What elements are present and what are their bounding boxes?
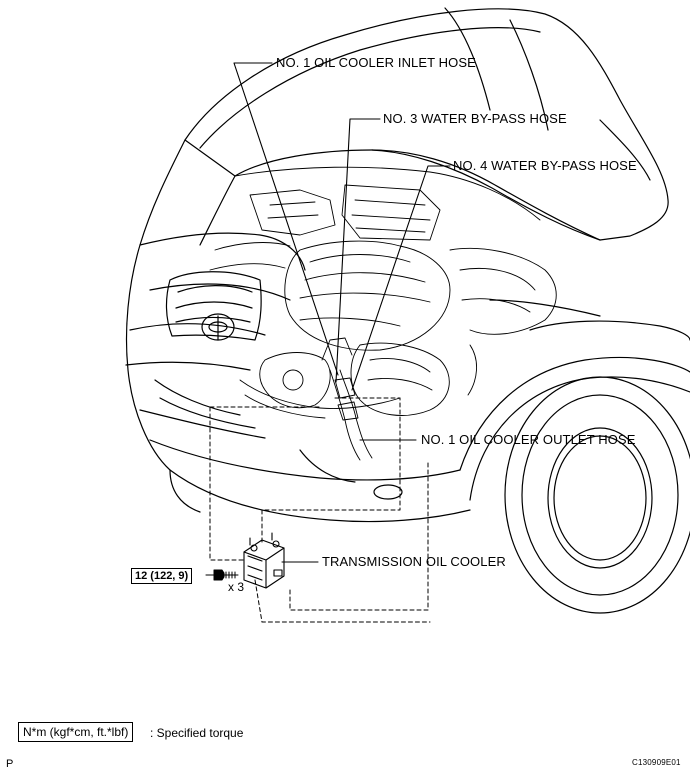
hose-routing-dashed xyxy=(209,397,431,623)
leader-inlet-hose xyxy=(233,62,339,376)
callout-leader-lines xyxy=(205,62,451,576)
bolt-quantity: x 3 xyxy=(228,580,245,594)
label-inlet-hose: NO. 1 OIL COOLER INLET HOSE xyxy=(276,55,476,70)
label-water-bypass-4: NO. 4 WATER BY-PASS HOSE xyxy=(453,158,637,173)
front-wheel xyxy=(459,299,690,614)
label-oil-cooler: TRANSMISSION OIL COOLER xyxy=(322,554,506,569)
engine-assembly xyxy=(209,166,557,461)
hood-outline xyxy=(184,7,669,241)
label-water-bypass-3: NO. 3 WATER BY-PASS HOSE xyxy=(383,111,567,126)
bolt-icon xyxy=(213,569,239,581)
leader-water-bypass-3 xyxy=(335,118,381,383)
figure-id: C130909E01 xyxy=(632,758,681,767)
legend-unit-box: N*m (kgf*cm, ft.*lbf) xyxy=(18,722,134,742)
label-outlet-hose: NO. 1 OIL COOLER OUTLET HOSE xyxy=(421,432,636,447)
fog-light-icon xyxy=(373,484,403,500)
page-marker: P xyxy=(6,758,14,770)
torque-spec-box: 12 (122, 9) xyxy=(131,568,193,584)
transmission-oil-cooler-icon xyxy=(243,532,285,589)
leader-water-bypass-4 xyxy=(351,165,451,391)
legend-description: : Specified torque xyxy=(150,726,244,740)
front-body-outline xyxy=(125,139,471,523)
